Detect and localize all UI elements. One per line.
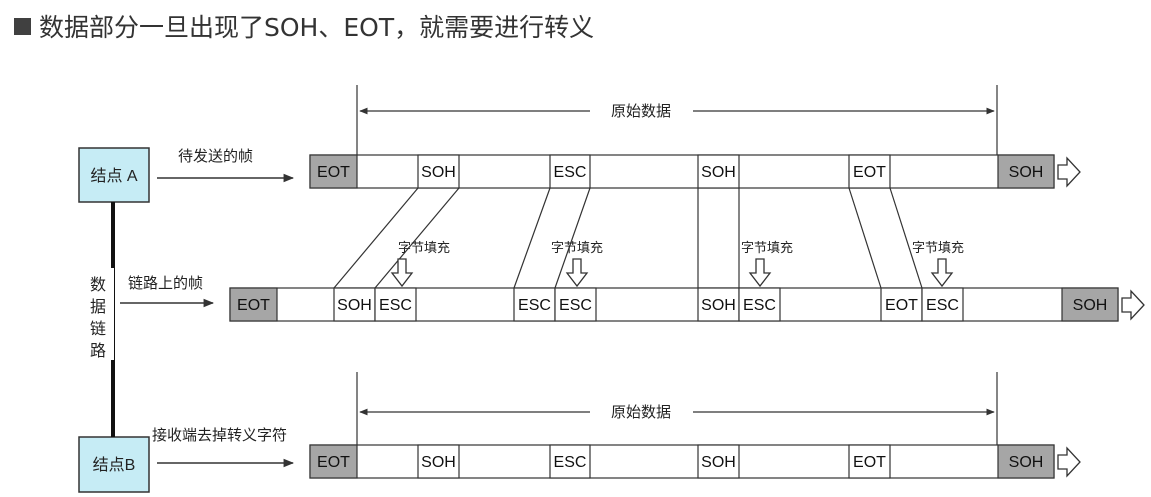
frame-cell (848, 154, 891, 189)
node-a-box (78, 147, 150, 203)
frame-cell-text: ESC (559, 297, 592, 314)
frame-cell-text: SOH (337, 297, 372, 314)
mapping-line (333, 187, 419, 289)
mapping-line (889, 187, 923, 289)
frame-cell (880, 287, 923, 322)
byte-stuffing-label: 字节填充 (912, 240, 964, 255)
frame-cell (549, 444, 591, 479)
mapping-line (554, 187, 591, 289)
hollow-down-arrow-icon (390, 258, 414, 288)
frame-cell-text: SOH (1009, 164, 1044, 181)
byte-stuffing-label: 字节填充 (551, 240, 603, 255)
data-link-label: 数 据 链 路 (90, 276, 106, 360)
page-title: 数据部分一旦出现了SOH、EOT，就需要进行转义 (14, 8, 594, 44)
frame-cell-text: EOT (317, 454, 350, 471)
hollow-down-arrow-icon (565, 258, 589, 288)
frame-cell (513, 287, 556, 322)
hollow-down-arrow-icon (748, 258, 772, 288)
frame-cell-text: SOH (421, 164, 456, 181)
data-link-char: 链 (90, 320, 106, 338)
frame-cell (417, 444, 460, 479)
hollow-right-arrow-icon (1121, 289, 1145, 321)
frame-cell-text: EOT (853, 164, 886, 181)
mapping-line (513, 187, 551, 289)
mapping-lines (333, 187, 923, 289)
frame-cell (697, 154, 740, 189)
frame-cell-text: ESC (554, 164, 587, 181)
frame-cell (554, 287, 597, 322)
frame-cell-delimiter (1061, 287, 1119, 322)
frame-cell-text: ESC (743, 297, 776, 314)
frame-cell (374, 287, 417, 322)
frame-cell (848, 444, 891, 479)
frame-cell (921, 287, 964, 322)
byte-stuffing-label: 字节填充 (741, 240, 793, 255)
data-link-char: 数 (90, 276, 106, 294)
frame-cell-text: SOH (701, 164, 736, 181)
stuffing-markers: 字节填充 字节填充 字节填充 字节填充 (390, 240, 964, 288)
square-bullet-icon (14, 17, 31, 35)
frame-cell-text: EOT (885, 297, 918, 314)
hollow-down-arrow-icon (930, 258, 954, 288)
page-title-text: 数据部分一旦出现了SOH、EOT，就需要进行转义 (39, 13, 595, 42)
bottom-original-data-label: 原始数据 (611, 404, 671, 421)
hollow-right-arrow-icon (1057, 156, 1081, 188)
frame-cell-text: ESC (926, 297, 959, 314)
mapping-line (374, 187, 460, 289)
frame-cell-delimiter (309, 154, 358, 189)
frame-cell-text: EOT (853, 454, 886, 471)
frame-cell-text: ESC (554, 454, 587, 471)
node-b-label: 结点B (93, 456, 136, 474)
frame-cell-text: EOT (317, 164, 350, 181)
frame-to-send: EOT SOH ESC SOH EOT SOH (309, 154, 1081, 189)
frame-cell-text: SOH (421, 454, 456, 471)
frame-cell-delimiter (997, 154, 1055, 189)
frame-cell-text: ESC (518, 297, 551, 314)
frame-cell-text: EOT (237, 297, 270, 314)
frame-cell (697, 444, 740, 479)
byte-stuffing-label: 字节填充 (398, 240, 450, 255)
data-link-char: 据 (90, 298, 106, 316)
frame-cell-text: SOH (701, 297, 736, 314)
top-original-data-label: 原始数据 (611, 103, 671, 120)
frame-on-link-label: 链路上的帧 (128, 275, 203, 292)
frame-on-link: EOT SOH ESC ESC ESC SOH ESC EOT ESC SOH (229, 287, 1145, 322)
receiver-removes-label: 接收端去掉转义字符 (152, 427, 287, 444)
frame-cell-text: SOH (701, 454, 736, 471)
frame-cell (417, 154, 460, 189)
data-link-label-bg (88, 268, 114, 360)
mapping-line (848, 187, 882, 289)
frame-cell (738, 287, 781, 322)
frame-cell-delimiter (229, 287, 278, 322)
frame-cell-delimiter (997, 444, 1055, 479)
data-link-char: 路 (90, 342, 106, 360)
frame-to-send-label: 待发送的帧 (178, 148, 253, 165)
frame-cell-text: SOH (1073, 297, 1108, 314)
frame-cell-text: ESC (379, 297, 412, 314)
frame-cell-delimiter (309, 444, 358, 479)
node-a-label: 结点 A (90, 167, 137, 185)
frame-received: EOT SOH ESC SOH EOT SOH (309, 444, 1081, 479)
frame-cell (549, 154, 591, 189)
hollow-right-arrow-icon (1057, 446, 1081, 478)
frame-cell-text: SOH (1009, 454, 1044, 471)
